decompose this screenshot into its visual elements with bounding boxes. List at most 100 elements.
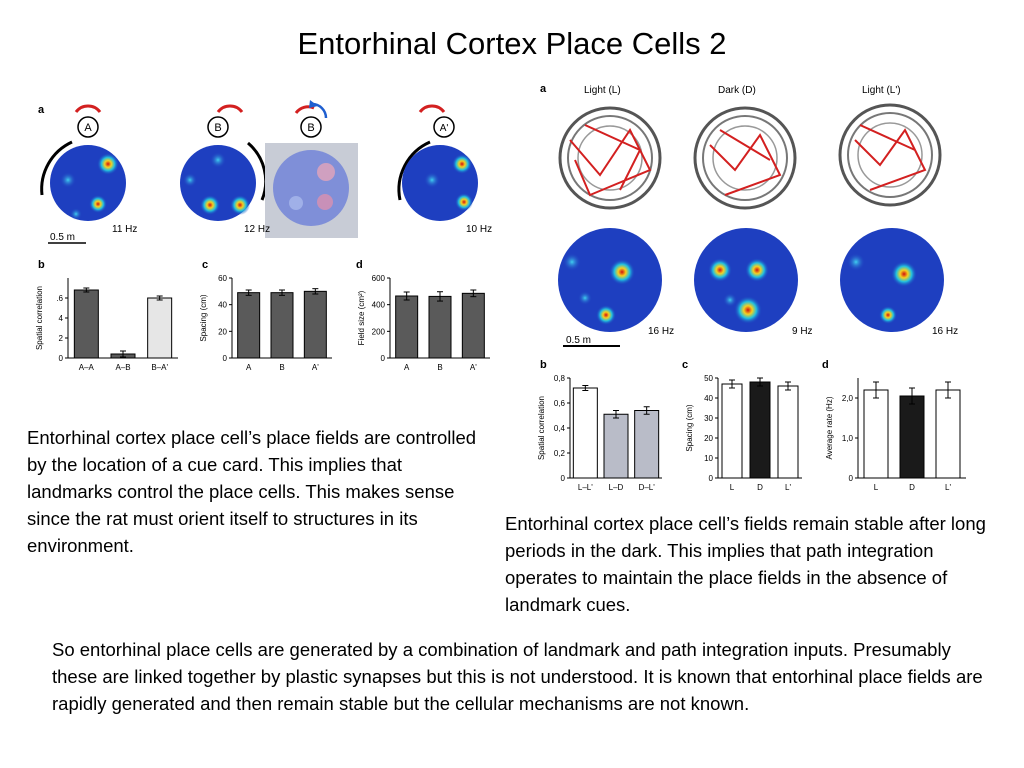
condition-light: Light (L) (584, 85, 621, 96)
condition-dark: Dark (D) (718, 85, 756, 96)
left-c-ytick-label: 60 (218, 274, 227, 283)
right-b-ytick-label: 0,6 (554, 399, 566, 408)
left-d-ytick-label: 400 (372, 301, 386, 310)
paragraph-left: Entorhinal cortex place cell’s place fie… (27, 427, 477, 556)
left-b-ytick-label: 0 (59, 354, 64, 363)
rate-label-light: 16 Hz (648, 326, 674, 337)
rate-label-dark: 9 Hz (792, 326, 813, 337)
left-b-category-label: A–A (79, 363, 95, 372)
rate-map-light-prime (840, 228, 944, 332)
left-d-ylabel: Field size (cm²) (357, 290, 366, 345)
right-c-bar (777, 385, 799, 479)
svg-text:A: A (84, 122, 92, 134)
right-c-category-label: L' (785, 483, 791, 492)
right-b-ytick-label: 0 (561, 474, 566, 483)
condition-light-prime: Light (L') (862, 85, 901, 96)
left-b-ylabel: Spatial correlation (35, 286, 44, 350)
left-d-category-label: A (404, 363, 410, 372)
right-panel-a-letter: a (540, 83, 547, 95)
cue-icon-a: A (74, 104, 102, 138)
cue-icon-a-prime: A' (418, 104, 455, 138)
right-d-category-label: L (874, 483, 879, 492)
left-panel-c-letter: c (202, 259, 208, 271)
right-c-ytick-label: 20 (704, 434, 713, 443)
right-b-category-label: L–D (609, 483, 624, 492)
right-b-ytick-label: 0,2 (554, 449, 566, 458)
right-c-category-label: D (757, 483, 763, 492)
left-c-category-label: A (246, 363, 252, 372)
right-d-ylabel: Average rate (Hz) (825, 396, 834, 459)
svg-text:B: B (307, 122, 314, 134)
trajectory-light (558, 106, 662, 210)
right-panel-d-letter: d (822, 359, 829, 371)
left-c-category-label: A' (312, 363, 319, 372)
rate-map-a (40, 140, 126, 221)
left-c-bar (270, 292, 294, 359)
paragraph-bottom: So entorhinal place cells are generated … (52, 639, 983, 714)
left-d-ytick-label: 200 (372, 327, 386, 336)
right-d-bar (863, 389, 889, 479)
left-d-bar (428, 295, 452, 359)
left-c-ylabel: Spacing (cm) (199, 294, 208, 341)
left-d-category-label: A' (470, 363, 477, 372)
left-d-category-label: B (437, 363, 442, 372)
right-d-category-label: L' (945, 483, 951, 492)
left-d-ytick-label: 600 (372, 274, 386, 283)
left-c-ytick-label: 20 (218, 327, 227, 336)
rate-label-1: 11 Hz (112, 224, 137, 235)
right-d-bar (899, 395, 925, 479)
right-c-ytick-label: 0 (709, 474, 714, 483)
left-panel-a-letter: a (38, 104, 45, 116)
right-c-bar (721, 383, 743, 479)
right-c-ytick-label: 40 (704, 394, 713, 403)
rate-map-b (180, 141, 268, 221)
left-c-category-label: B (279, 363, 284, 372)
right-b-bar (603, 413, 629, 479)
rate-map-light (558, 228, 662, 332)
left-b-ytick-label: .6 (56, 294, 63, 303)
right-panel-b-letter: b (540, 359, 547, 371)
right-d-category-label: D (909, 483, 915, 492)
left-b-category-label: A–B (115, 363, 130, 372)
rate-label-2: 12 Hz (244, 224, 270, 235)
left-d-bar (461, 292, 485, 359)
rate-map-b-rotated (265, 143, 358, 238)
svg-text:B: B (214, 122, 221, 134)
rate-label-light-prime: 16 Hz (932, 326, 958, 337)
right-b-ylabel: Spatial correlation (537, 396, 546, 460)
slide-title: Entorhinal Cortex Place Cells 2 (297, 26, 727, 61)
scale-label-right: 0.5 m (566, 335, 591, 346)
right-d-ytick-label: 2,0 (842, 394, 854, 403)
right-b-bar (634, 410, 660, 479)
right-b-category-label: L–L' (578, 483, 593, 492)
left-b-ytick-label: 2 (59, 334, 64, 343)
left-c-bar (303, 290, 327, 359)
left-c-bar (237, 292, 261, 359)
scale-label-left: 0.5 m (50, 232, 75, 243)
left-c-ytick-label: 40 (218, 301, 227, 310)
trajectory-light-prime (838, 103, 942, 207)
right-d-ytick-label: 0 (849, 474, 854, 483)
right-b-ytick-label: 0,4 (554, 424, 566, 433)
right-b-bar (572, 387, 598, 479)
cue-icon-b-rotated: B (294, 100, 328, 138)
right-c-category-label: L (730, 483, 735, 492)
right-d-bar (935, 389, 961, 479)
left-c-ytick-label: 0 (223, 354, 228, 363)
cue-icon-b: B (207, 104, 244, 138)
rate-map-a-prime (397, 140, 478, 221)
right-b-category-label: D–L' (639, 483, 656, 492)
left-b-bar (147, 297, 173, 359)
left-d-bar (395, 295, 419, 359)
left-panel-b-letter: b (38, 259, 45, 271)
right-c-ytick-label: 30 (704, 414, 713, 423)
right-c-bar (749, 381, 771, 479)
rate-map-dark (694, 228, 798, 332)
right-panel-c-letter: c (682, 359, 688, 371)
trajectory-dark (693, 106, 797, 210)
right-b-ytick-label: 0,8 (554, 374, 566, 383)
rate-label-3: 10 Hz (466, 224, 492, 235)
left-b-bar (73, 289, 99, 359)
left-b-ytick-label: 4 (59, 314, 64, 323)
